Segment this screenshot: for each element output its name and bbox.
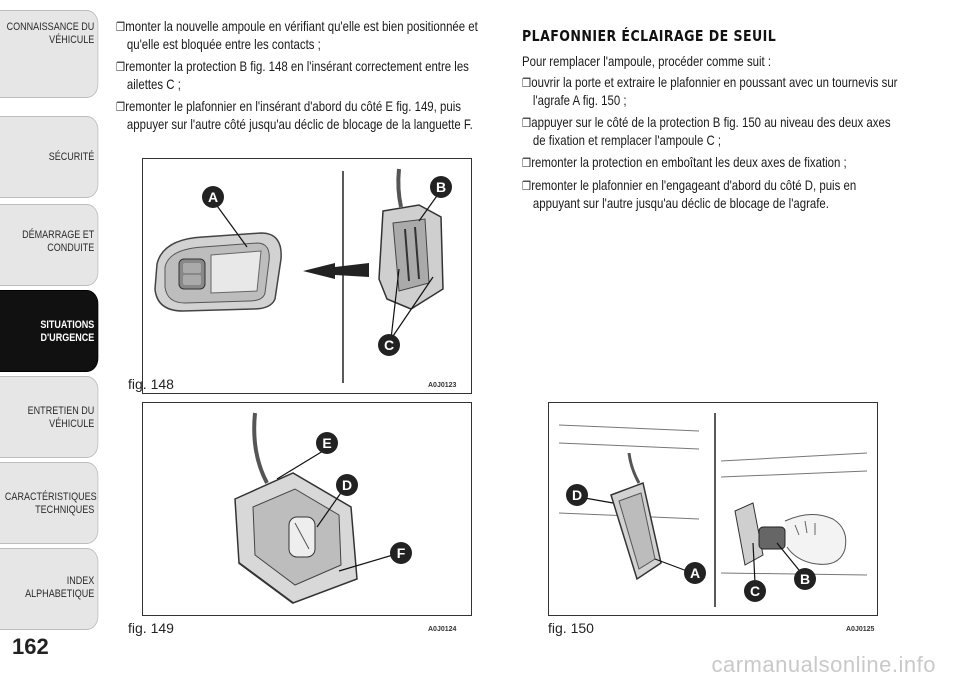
callout-label: B <box>436 179 446 195</box>
checkbox-bullet-icon: ❒ <box>522 76 532 90</box>
checkbox-bullet-icon: ❒ <box>522 116 532 130</box>
figure-caption: fig. 149 <box>128 620 174 636</box>
section-title: PLAFONNIER ÉCLAIRAGE DE SEUIL <box>522 27 777 45</box>
watermark: carmanualsonline.info <box>711 652 936 677</box>
callout-a-icon <box>684 562 706 584</box>
callout-label: D <box>572 487 582 503</box>
tab-demarrage-et-conduite[interactable]: DÉMARRAGE ET CONDUITE <box>0 204 99 286</box>
checkbox-bullet-icon: ❒ <box>116 20 126 34</box>
callout-e-icon <box>316 432 338 454</box>
figure-code: A0J0124 <box>428 626 457 633</box>
checkbox-bullet-icon: ❒ <box>116 60 126 74</box>
list-item: ❒remonter le plafonnier en l'engageant d… <box>522 178 857 211</box>
callout-label: C <box>750 583 760 599</box>
list-item: ❒remonter la protection B fig. 148 en l'… <box>116 59 469 92</box>
checkbox-bullet-icon: ❒ <box>116 100 126 114</box>
page-number: 162 <box>12 634 49 659</box>
callout-label: D <box>342 477 352 493</box>
checkbox-bullet-icon: ❒ <box>522 179 532 193</box>
fig-148-illustration: A B C <box>154 168 452 383</box>
callout-a-icon <box>202 186 224 208</box>
tab-connaissance-du-vehicule[interactable]: CONNAISSANCE DU VÉHICULE <box>0 10 99 98</box>
callout-label: A <box>208 189 218 205</box>
callout-b-icon <box>430 176 452 198</box>
callout-f-icon <box>390 542 412 564</box>
list-item: ❒monter la nouvelle ampoule en vérifiant… <box>116 19 478 52</box>
callout-label: B <box>800 571 810 587</box>
callout-label: C <box>384 337 394 353</box>
fig-150-illustration: D A C B <box>558 413 868 607</box>
figure-150: D A C B <box>548 402 878 616</box>
callout-label: A <box>690 565 700 581</box>
callout-label: E <box>322 435 331 451</box>
tab-securite[interactable]: SÉCURITÉ <box>0 116 99 198</box>
callout-d-icon <box>566 484 588 506</box>
intro-text: Pour remplacer l'ampoule, procéder comme… <box>522 54 772 69</box>
callout-d-icon <box>336 474 358 496</box>
tab-caracteristiques-techniques[interactable]: CARACTÉRISTIQUES TECHNIQUES <box>0 462 99 544</box>
left-column-text: ❒monter la nouvelle ampoule en vérifiant… <box>116 18 491 138</box>
callout-c-icon <box>378 334 400 356</box>
list-item: ❒appuyer sur le côté de la protection B … <box>522 115 891 148</box>
figure-caption: fig. 148 <box>128 376 174 392</box>
checkbox-bullet-icon: ❒ <box>522 156 532 170</box>
list-item: ❒remonter la protection en emboîtant les… <box>522 155 847 170</box>
list-item: ❒remonter le plafonnier en l'insérant d'… <box>116 99 473 132</box>
figure-148: A B C <box>142 158 472 394</box>
tab-entretien-du-vehicule[interactable]: ENTRETIEN DU VÉHICULE <box>0 376 99 458</box>
tab-situations-d-urgence[interactable]: SITUATIONS D'URGENCE <box>0 290 99 372</box>
figure-code: A0J0125 <box>846 626 875 633</box>
callout-label: F <box>397 545 406 561</box>
fig-149-illustration: E D F <box>234 412 412 604</box>
figure-code: A0J0123 <box>428 382 457 389</box>
tab-index-alphabetique[interactable]: INDEX ALPHABETIQUE <box>0 548 99 630</box>
callout-c-icon <box>744 580 766 602</box>
right-column-text: PLAFONNIER ÉCLAIRAGE DE SEUIL Pour rempl… <box>522 28 900 217</box>
figure-caption: fig. 150 <box>548 620 594 636</box>
callout-b-icon <box>794 568 816 590</box>
list-item: ❒ouvrir la porte et extraire le plafonni… <box>522 75 898 108</box>
figure-149: E D F <box>142 402 472 616</box>
